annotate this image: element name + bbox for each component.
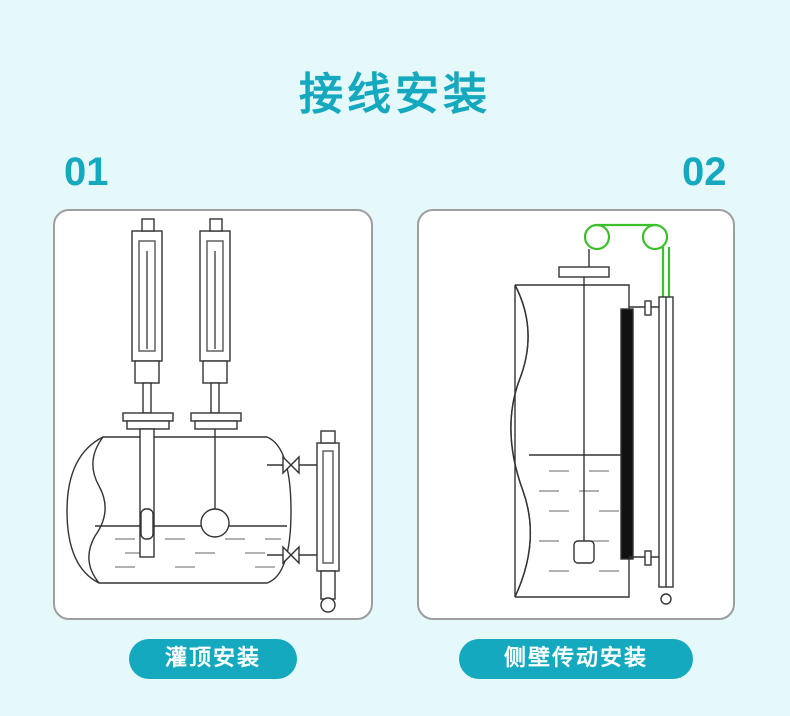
- page-title: 接线安装: [299, 69, 491, 120]
- float: [573, 540, 595, 564]
- tank-left-wall: [510, 284, 531, 598]
- valve-lower: [282, 545, 300, 565]
- tank-cut-line: [88, 436, 106, 584]
- tank-shell: [66, 436, 292, 584]
- flange-1: [122, 412, 174, 422]
- flange-2: [190, 412, 242, 422]
- side-gauge: [316, 442, 340, 572]
- top-mount-diagram-card: [53, 209, 373, 620]
- drain-valve: [320, 597, 336, 613]
- top-mount-diagram: [66, 218, 340, 613]
- side-mount-diagram-card: [417, 209, 735, 620]
- float-1: [140, 508, 154, 540]
- section-number-2: 02: [682, 150, 727, 194]
- pulley-right: [641, 223, 669, 251]
- label-side-mount: 侧壁传动安装: [459, 639, 693, 679]
- section-number-1: 01: [64, 150, 109, 194]
- tank-shell: [515, 284, 630, 598]
- indicator-bar: [620, 308, 634, 560]
- float-2: [200, 508, 230, 538]
- drain-valve: [660, 593, 672, 605]
- top-flange: [558, 266, 610, 278]
- valve-upper: [282, 455, 300, 475]
- pulley-left: [583, 223, 611, 251]
- side-mount-diagram: [510, 223, 674, 605]
- label-top-mount: 灌顶安装: [129, 639, 297, 679]
